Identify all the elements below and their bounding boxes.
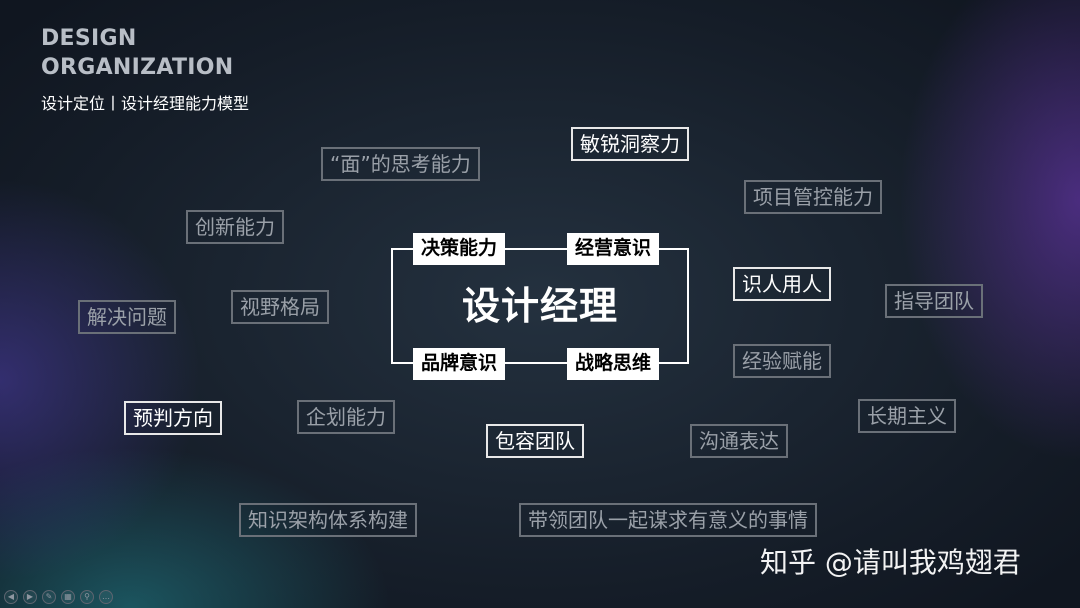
tag-problem-solving: 解决问题 <box>78 300 176 334</box>
core-strategy: 战略思维 <box>567 348 660 380</box>
tag-communication: 沟通表达 <box>690 424 788 458</box>
title-line-2: ORGANIZATION <box>41 55 234 80</box>
core-frame <box>391 248 689 364</box>
tag-innovation: 创新能力 <box>186 210 284 244</box>
tag-insight: 敏锐洞察力 <box>571 127 689 161</box>
tag-guide-team: 指导团队 <box>885 284 983 318</box>
core-business: 经营意识 <box>567 233 660 265</box>
prev-icon[interactable]: ◀ <box>4 590 18 604</box>
center-title: 设计经理 <box>461 284 618 328</box>
tag-foresight: 预判方向 <box>124 401 222 435</box>
core-brand: 品牌意识 <box>413 348 506 380</box>
tag-planning: 企划能力 <box>297 400 395 434</box>
tag-project-control: 项目管控能力 <box>744 180 882 214</box>
subtitle: 设计定位丨设计经理能力模型 <box>41 94 250 113</box>
tag-long-term: 长期主义 <box>858 399 956 433</box>
zoom-icon[interactable]: ⚲ <box>80 590 94 604</box>
title-en: DESIGN ORGANIZATION <box>41 24 234 82</box>
tag-people: 识人用人 <box>733 267 831 301</box>
tag-lead-team: 带领团队一起谋求有意义的事情 <box>519 503 817 537</box>
next-icon[interactable]: ▶ <box>23 590 37 604</box>
slideshow-toolbar: ◀ ▶ ✎ ▦ ⚲ … <box>4 590 113 604</box>
slides-icon[interactable]: ▦ <box>61 590 75 604</box>
watermark: 知乎 @请叫我鸡翅君 <box>760 546 1021 579</box>
tag-vision: 视野格局 <box>231 290 329 324</box>
tag-mian-thinking: “面”的思考能力 <box>321 147 480 181</box>
pen-icon[interactable]: ✎ <box>42 590 56 604</box>
tag-knowledge: 知识架构体系构建 <box>239 503 417 537</box>
more-icon[interactable]: … <box>99 590 113 604</box>
title-line-1: DESIGN <box>41 26 137 51</box>
core-decision: 决策能力 <box>413 233 506 265</box>
tag-inclusive: 包容团队 <box>486 424 584 458</box>
tag-empower: 经验赋能 <box>733 344 831 378</box>
